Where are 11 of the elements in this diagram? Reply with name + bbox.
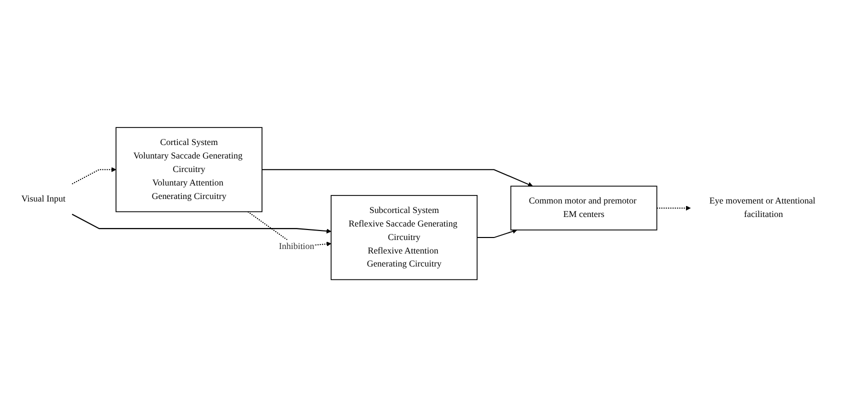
node-text: Eye movement or Attentional facilitation: [709, 196, 816, 220]
arrow: [656, 206, 691, 211]
node-box: Common motor and premotor EM centers: [510, 186, 658, 231]
arrow: [72, 168, 116, 185]
node-box: Subcortical System Reflexive Saccade Generating Circuitry Reflexive Attention Generating Circuitry: [330, 195, 478, 280]
arrow: [72, 214, 332, 234]
arrow: [477, 229, 518, 238]
arrow: [262, 170, 533, 188]
node-box: Cortical System Voluntary Saccade Generating Circuitry Voluntary Attention Generating Circuitry: [116, 128, 262, 213]
node-text: Visual Input: [21, 194, 66, 204]
edge-label: Inhibition: [278, 242, 314, 252]
